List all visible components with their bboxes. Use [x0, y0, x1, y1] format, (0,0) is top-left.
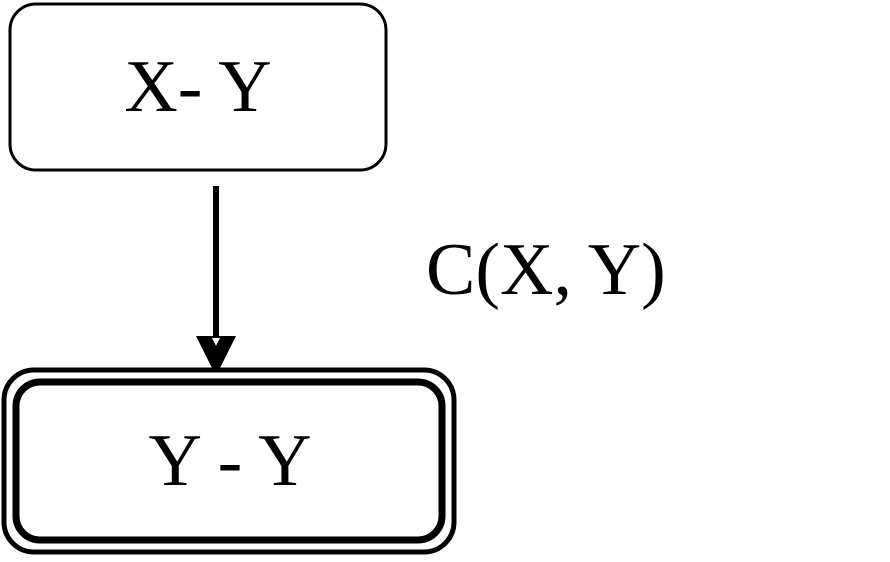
target-node-label: Y - Y	[148, 420, 312, 502]
edge-arrowhead-inner	[212, 338, 220, 346]
source-node-label: X- Y	[124, 46, 272, 128]
target-node-inner-box	[12, 378, 446, 544]
edge-label: C(X, Y)	[426, 229, 666, 311]
source-node-box	[8, 2, 388, 172]
edge-arrowhead	[196, 336, 236, 376]
